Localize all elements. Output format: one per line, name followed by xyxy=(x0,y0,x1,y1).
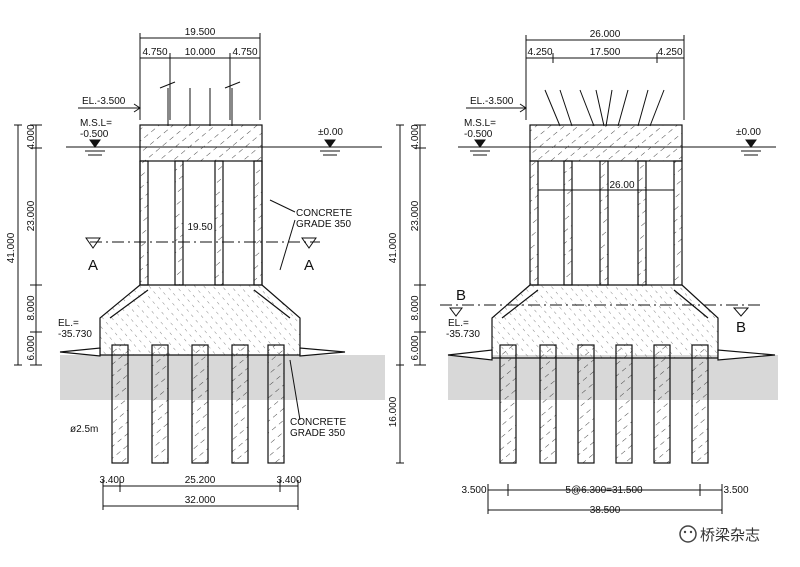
left-bottom-total: 32.000 xyxy=(185,495,216,506)
left-vert-part-3: 8.000 xyxy=(26,295,37,320)
right-el-bottom-label: EL.= xyxy=(448,318,469,329)
left-top-part-3: 4.750 xyxy=(232,47,257,58)
left-annotations xyxy=(85,199,320,510)
left-section-mark-a2: A xyxy=(304,257,314,274)
right-vert-part-4: 6.000 xyxy=(410,335,421,360)
left-el-bottom-value: -35.730 xyxy=(58,329,92,340)
left-section-drawing xyxy=(14,33,382,366)
right-inner-dim: 26.00 xyxy=(609,180,634,191)
left-concrete-grade-2: GRADE 350 xyxy=(290,428,345,439)
right-bottom-part-2: 5@6.300=31.500 xyxy=(565,485,643,496)
right-section-mark-b2: B xyxy=(736,319,746,336)
left-vert-total: 41.000 xyxy=(6,232,17,263)
left-bottom-part-1: 3.400 xyxy=(99,475,124,486)
right-annotations xyxy=(440,189,760,514)
left-vert-part-1: 4.000 xyxy=(26,124,37,149)
left-concrete-label-1: CONCRETE xyxy=(296,208,352,219)
right-zero-level: ±0.00 xyxy=(736,127,761,138)
left-top-part-1: 4.750 xyxy=(142,47,167,58)
left-concrete-grade-1: GRADE 350 xyxy=(296,219,351,230)
left-vert-part-2: 23.000 xyxy=(26,200,37,231)
left-zero-level: ±0.00 xyxy=(318,127,343,138)
watermark-text: 桥梁杂志 xyxy=(700,526,760,544)
left-pile-dia: ø2.5m xyxy=(70,424,98,435)
left-top-part-2: 10.000 xyxy=(185,47,216,58)
left-bottom-part-3: 3.400 xyxy=(276,475,301,486)
left-concrete-label-2: CONCRETE xyxy=(290,417,346,428)
right-bottom-total: 38.500 xyxy=(590,505,621,516)
right-el-top: EL.-3.500 xyxy=(470,96,514,107)
right-structure xyxy=(447,124,776,464)
seabed-left xyxy=(60,355,385,400)
right-bottom-part-1: 3.500 xyxy=(461,485,486,496)
left-msl-label: M.S.L= xyxy=(80,118,112,129)
left-section-mark-a1: A xyxy=(88,257,98,274)
right-msl-label: M.S.L= xyxy=(464,118,496,129)
right-top-part-1: 4.250 xyxy=(527,47,552,58)
left-el-top: EL.-3.500 xyxy=(82,96,126,107)
right-el-bottom-value: -35.730 xyxy=(446,329,480,340)
wechat-icon xyxy=(679,525,697,543)
left-inner-dim: 19.50 xyxy=(187,222,212,233)
right-section-mark-b1: B xyxy=(456,287,466,304)
right-vert-part-3: 8.000 xyxy=(410,295,421,320)
left-structure xyxy=(59,124,346,464)
left-vert-part-4: 6.000 xyxy=(26,335,37,360)
left-bottom-part-2: 25.200 xyxy=(185,475,216,486)
right-top-part-3: 4.250 xyxy=(657,47,682,58)
right-vert-part-1: 4.000 xyxy=(410,124,421,149)
seabed-right xyxy=(448,355,778,400)
right-top-total: 26.000 xyxy=(590,29,621,40)
right-bottom-part-3: 3.500 xyxy=(723,485,748,496)
left-el-bottom-label: EL.= xyxy=(58,318,79,329)
left-msl-value: -0.500 xyxy=(80,129,109,140)
right-vert-total: 41.000 xyxy=(388,232,399,263)
left-top-total: 19.500 xyxy=(185,27,216,38)
right-msl-value: -0.500 xyxy=(464,129,493,140)
right-top-part-2: 17.500 xyxy=(590,47,621,58)
right-pile-depth: 16.000 xyxy=(388,396,399,427)
right-vert-part-2: 23.000 xyxy=(410,200,421,231)
watermark: 桥梁杂志 xyxy=(679,525,760,544)
